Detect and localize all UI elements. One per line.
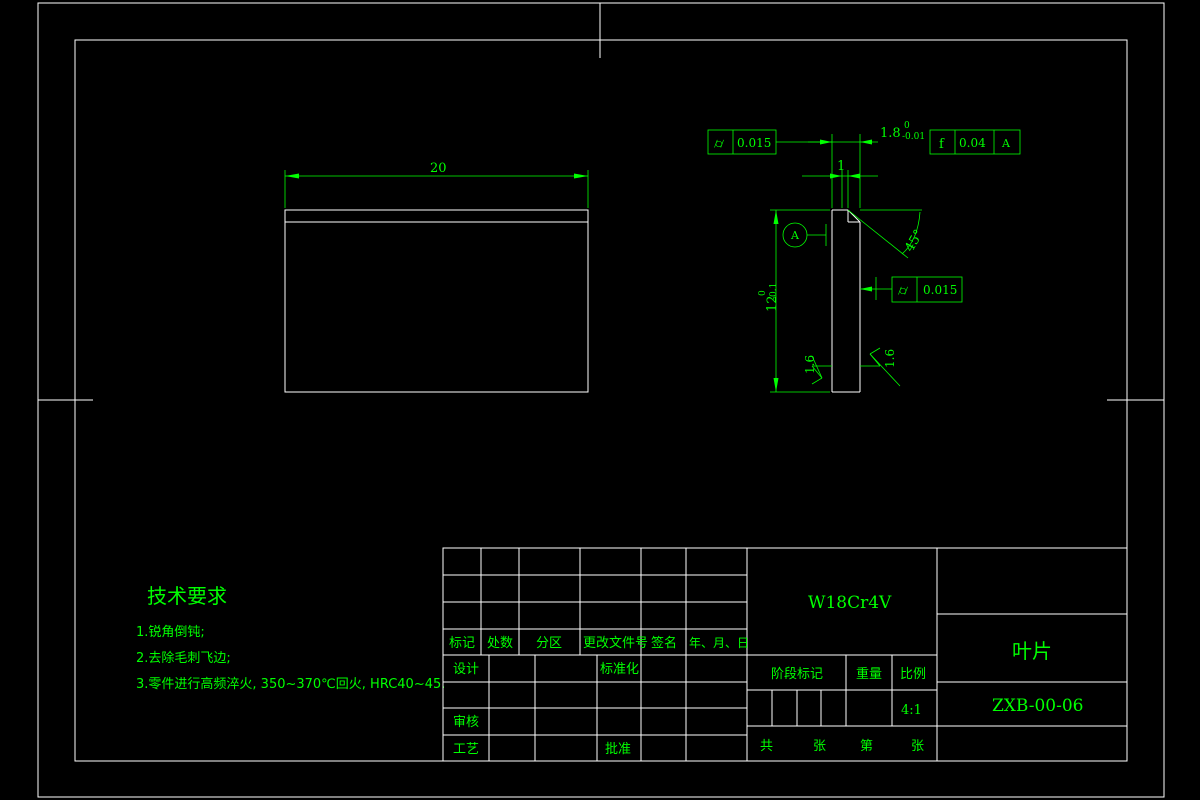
- label-process: 工艺: [453, 742, 479, 757]
- label-sheet: 张: [911, 739, 924, 754]
- title-block: 标记 处数 分区 更改文件号 签名 年、月、日 设计 标准化 审核 工艺 批准 …: [442, 547, 1128, 762]
- part-name: 叶片: [1012, 639, 1052, 663]
- datum-label: A: [790, 229, 800, 242]
- label-weight: 重量: [856, 666, 882, 682]
- tol-symbol-flat: f: [939, 137, 945, 152]
- step-dim: 1: [837, 159, 845, 174]
- label-date: 年、月、日: [689, 636, 749, 650]
- label-sheet-no: 第: [860, 739, 873, 754]
- tolerance-frame-right: ⌭ 0.015: [860, 276, 963, 303]
- label-stage-mark: 阶段标记: [771, 667, 823, 682]
- thickness-tol-lower: -0.01: [902, 132, 925, 142]
- label-total: 共: [760, 739, 773, 754]
- thickness-tol-upper: 0: [904, 121, 910, 131]
- front-width-dim: 20: [430, 161, 447, 176]
- tech-req-title: 技术要求: [147, 584, 227, 608]
- tol-datum-2: A: [1001, 137, 1011, 150]
- label-count: 处数: [487, 636, 513, 651]
- tol-value-1: 0.015: [737, 136, 771, 150]
- scale-value: 4:1: [901, 703, 922, 718]
- tolerance-frame-top-left: ⌭ 0.015: [707, 129, 832, 155]
- tech-req-item-1: 1.锐角倒钝;: [136, 625, 205, 640]
- tolerance-frame-top-right: f 0.04 A: [929, 129, 1021, 155]
- label-design: 设计: [453, 662, 479, 677]
- height-tol-lower: -0.1: [769, 283, 779, 300]
- label-review: 审核: [453, 715, 479, 730]
- label-approve: 批准: [605, 742, 631, 757]
- tol-value-2: 0.04: [959, 136, 986, 150]
- thickness-dim: 1.8: [880, 126, 901, 141]
- technical-requirements: 技术要求 1.锐角倒钝; 2.去除毛刺飞边; 3.零件进行高频淬火, 350~3…: [136, 584, 445, 692]
- roughness-left: 1.6: [803, 355, 817, 374]
- height-dim: 12: [765, 295, 780, 312]
- roughness-right: 1.6: [883, 349, 897, 368]
- tol-symbol-cyl-3: ⌭: [898, 283, 908, 299]
- label-sheets: 张: [813, 739, 826, 754]
- tol-symbol-cyl-1: ⌭: [714, 136, 724, 152]
- height-tol-upper: 0: [758, 290, 768, 296]
- side-view: 1.8 0 -0.01 1 45° 12 0 -0.1 A 1.6: [758, 121, 927, 393]
- label-scale: 比例: [900, 667, 926, 682]
- label-zone: 分区: [536, 636, 562, 651]
- material: W18Cr4V: [808, 593, 892, 613]
- label-standardize: 标准化: [600, 662, 639, 677]
- label-sign: 签名: [651, 635, 677, 651]
- front-view: 20: [284, 161, 589, 393]
- tol-value-3: 0.015: [923, 283, 957, 297]
- tech-req-item-3: 3.零件进行高频淬火, 350~370℃回火, HRC40~45.: [136, 676, 445, 692]
- drawing-number: ZXB-00-06: [992, 696, 1083, 716]
- tech-req-item-2: 2.去除毛刺飞边;: [136, 651, 231, 666]
- label-change-doc: 更改文件号: [583, 636, 648, 651]
- label-mark: 标记: [449, 636, 475, 651]
